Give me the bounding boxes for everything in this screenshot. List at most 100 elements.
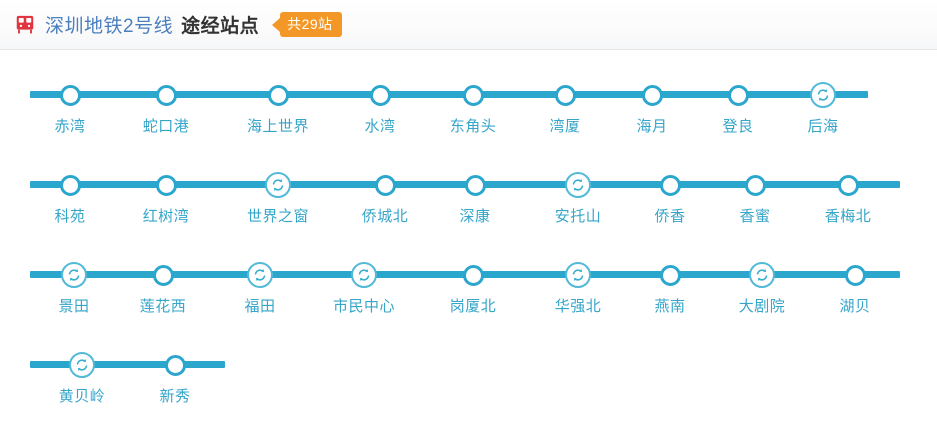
station[interactable]: 海月 (604, 76, 700, 136)
station-label[interactable]: 侨城北 (361, 208, 409, 225)
station-marker (714, 256, 810, 294)
station[interactable]: 湖贝 (807, 256, 903, 316)
station[interactable]: 莲花西 (115, 256, 211, 316)
station-marker (622, 166, 718, 204)
rail-segment (30, 91, 868, 98)
line-row: 黄贝岭 新秀 (0, 346, 937, 436)
station[interactable]: 岗厦北 (425, 256, 521, 316)
station-dot (374, 174, 396, 196)
station-label[interactable]: 蛇口港 (142, 118, 190, 135)
station[interactable]: 大剧院 (714, 256, 810, 316)
transfer-station-dot (69, 352, 95, 378)
station-label[interactable]: 侨香 (654, 208, 686, 225)
line-name-link[interactable]: 深圳地铁2号线 (45, 16, 174, 37)
station-label[interactable]: 海月 (636, 118, 668, 135)
station[interactable]: 燕南 (622, 256, 718, 316)
transfer-icon (76, 358, 88, 372)
transfer-icon (358, 268, 370, 282)
station-marker (337, 166, 433, 204)
station-marker (517, 76, 613, 114)
station-label[interactable]: 登良 (722, 118, 754, 135)
station-marker (22, 76, 118, 114)
station-label[interactable]: 后海 (807, 118, 839, 135)
station-marker (127, 346, 223, 384)
station-label[interactable]: 新秀 (159, 388, 191, 405)
station-label[interactable]: 科苑 (54, 208, 86, 225)
station[interactable]: 福田 (212, 256, 308, 316)
station[interactable]: 蛇口港 (118, 76, 214, 136)
station[interactable]: 香梅北 (800, 166, 896, 226)
station-label[interactable]: 景田 (58, 298, 90, 315)
station-label[interactable]: 莲花西 (139, 298, 187, 315)
station-label[interactable]: 海上世界 (246, 118, 309, 135)
station[interactable]: 赤湾 (22, 76, 118, 136)
station[interactable]: 湾厦 (517, 76, 613, 136)
station-count-label: 共29站 (280, 12, 342, 37)
transfer-station-dot (265, 172, 291, 198)
station-marker (118, 76, 214, 114)
station-label[interactable]: 燕南 (654, 298, 686, 315)
page-title: 途经站点 (181, 16, 260, 37)
station-label[interactable]: 黄贝岭 (58, 388, 106, 405)
station-marker (622, 256, 718, 294)
station-label[interactable]: 赤湾 (54, 118, 86, 135)
station[interactable]: 水湾 (332, 76, 428, 136)
station-label[interactable]: 湾厦 (549, 118, 581, 135)
station-dot (844, 264, 866, 286)
transfer-icon (68, 268, 80, 282)
station-label[interactable]: 东角头 (449, 118, 497, 135)
station-label[interactable]: 水湾 (364, 118, 396, 135)
station-marker (316, 256, 412, 294)
rail-segment (30, 361, 225, 368)
station-marker (775, 76, 871, 114)
station-dot (659, 264, 681, 286)
station-dot (464, 174, 486, 196)
station-dot (152, 264, 174, 286)
page-header: 深圳地铁2号线 途经站点 共29站 (0, 0, 937, 50)
station-label[interactable]: 深康 (459, 208, 491, 225)
station[interactable]: 红树湾 (118, 166, 214, 226)
station[interactable]: 海上世界 (230, 76, 326, 136)
station[interactable]: 黄贝岭 (34, 346, 130, 406)
station-label[interactable]: 香蜜 (739, 208, 771, 225)
station-dot (659, 174, 681, 196)
station-marker (530, 166, 626, 204)
station[interactable]: 深康 (427, 166, 523, 226)
station-label[interactable]: 湖贝 (839, 298, 871, 315)
route-diagram: 赤湾 蛇口港 海上世界 水湾 东角头 湾厦 海月 登良 后海科苑 红树湾 世界之窗 侨城北 深康 安托山 侨… (0, 50, 937, 436)
station[interactable]: 安托山 (530, 166, 626, 226)
line-row: 赤湾 蛇口港 海上世界 水湾 东角头 湾厦 海月 登良 后海 (0, 76, 937, 166)
badge-arrow-icon (272, 17, 281, 32)
station[interactable]: 后海 (775, 76, 871, 136)
station-label[interactable]: 大剧院 (738, 298, 786, 315)
station-label[interactable]: 红树湾 (142, 208, 190, 225)
station[interactable]: 侨城北 (337, 166, 433, 226)
station-label[interactable]: 香梅北 (824, 208, 872, 225)
station-label[interactable]: 安托山 (554, 208, 602, 225)
station[interactable]: 香蜜 (707, 166, 803, 226)
station-marker (425, 256, 521, 294)
station[interactable]: 世界之窗 (230, 166, 326, 226)
station-dot (155, 174, 177, 196)
transfer-station-dot (247, 262, 273, 288)
station-label[interactable]: 世界之窗 (246, 208, 309, 225)
station-dot (462, 84, 484, 106)
station-marker (332, 76, 428, 114)
station[interactable]: 东角头 (425, 76, 521, 136)
station[interactable]: 华强北 (530, 256, 626, 316)
station-label[interactable]: 华强北 (554, 298, 602, 315)
station-label[interactable]: 福田 (244, 298, 276, 315)
transfer-icon (572, 178, 584, 192)
station-label[interactable]: 岗厦北 (449, 298, 497, 315)
station[interactable]: 新秀 (127, 346, 223, 406)
station-count-badge: 共29站 (272, 12, 342, 37)
transfer-station-dot (351, 262, 377, 288)
station-marker (34, 346, 130, 384)
station-label[interactable]: 市民中心 (332, 298, 395, 315)
transfer-icon (756, 268, 768, 282)
station[interactable]: 科苑 (22, 166, 118, 226)
station[interactable]: 市民中心 (316, 256, 412, 316)
station[interactable]: 侨香 (622, 166, 718, 226)
station[interactable]: 景田 (26, 256, 122, 316)
station[interactable]: 登良 (690, 76, 786, 136)
